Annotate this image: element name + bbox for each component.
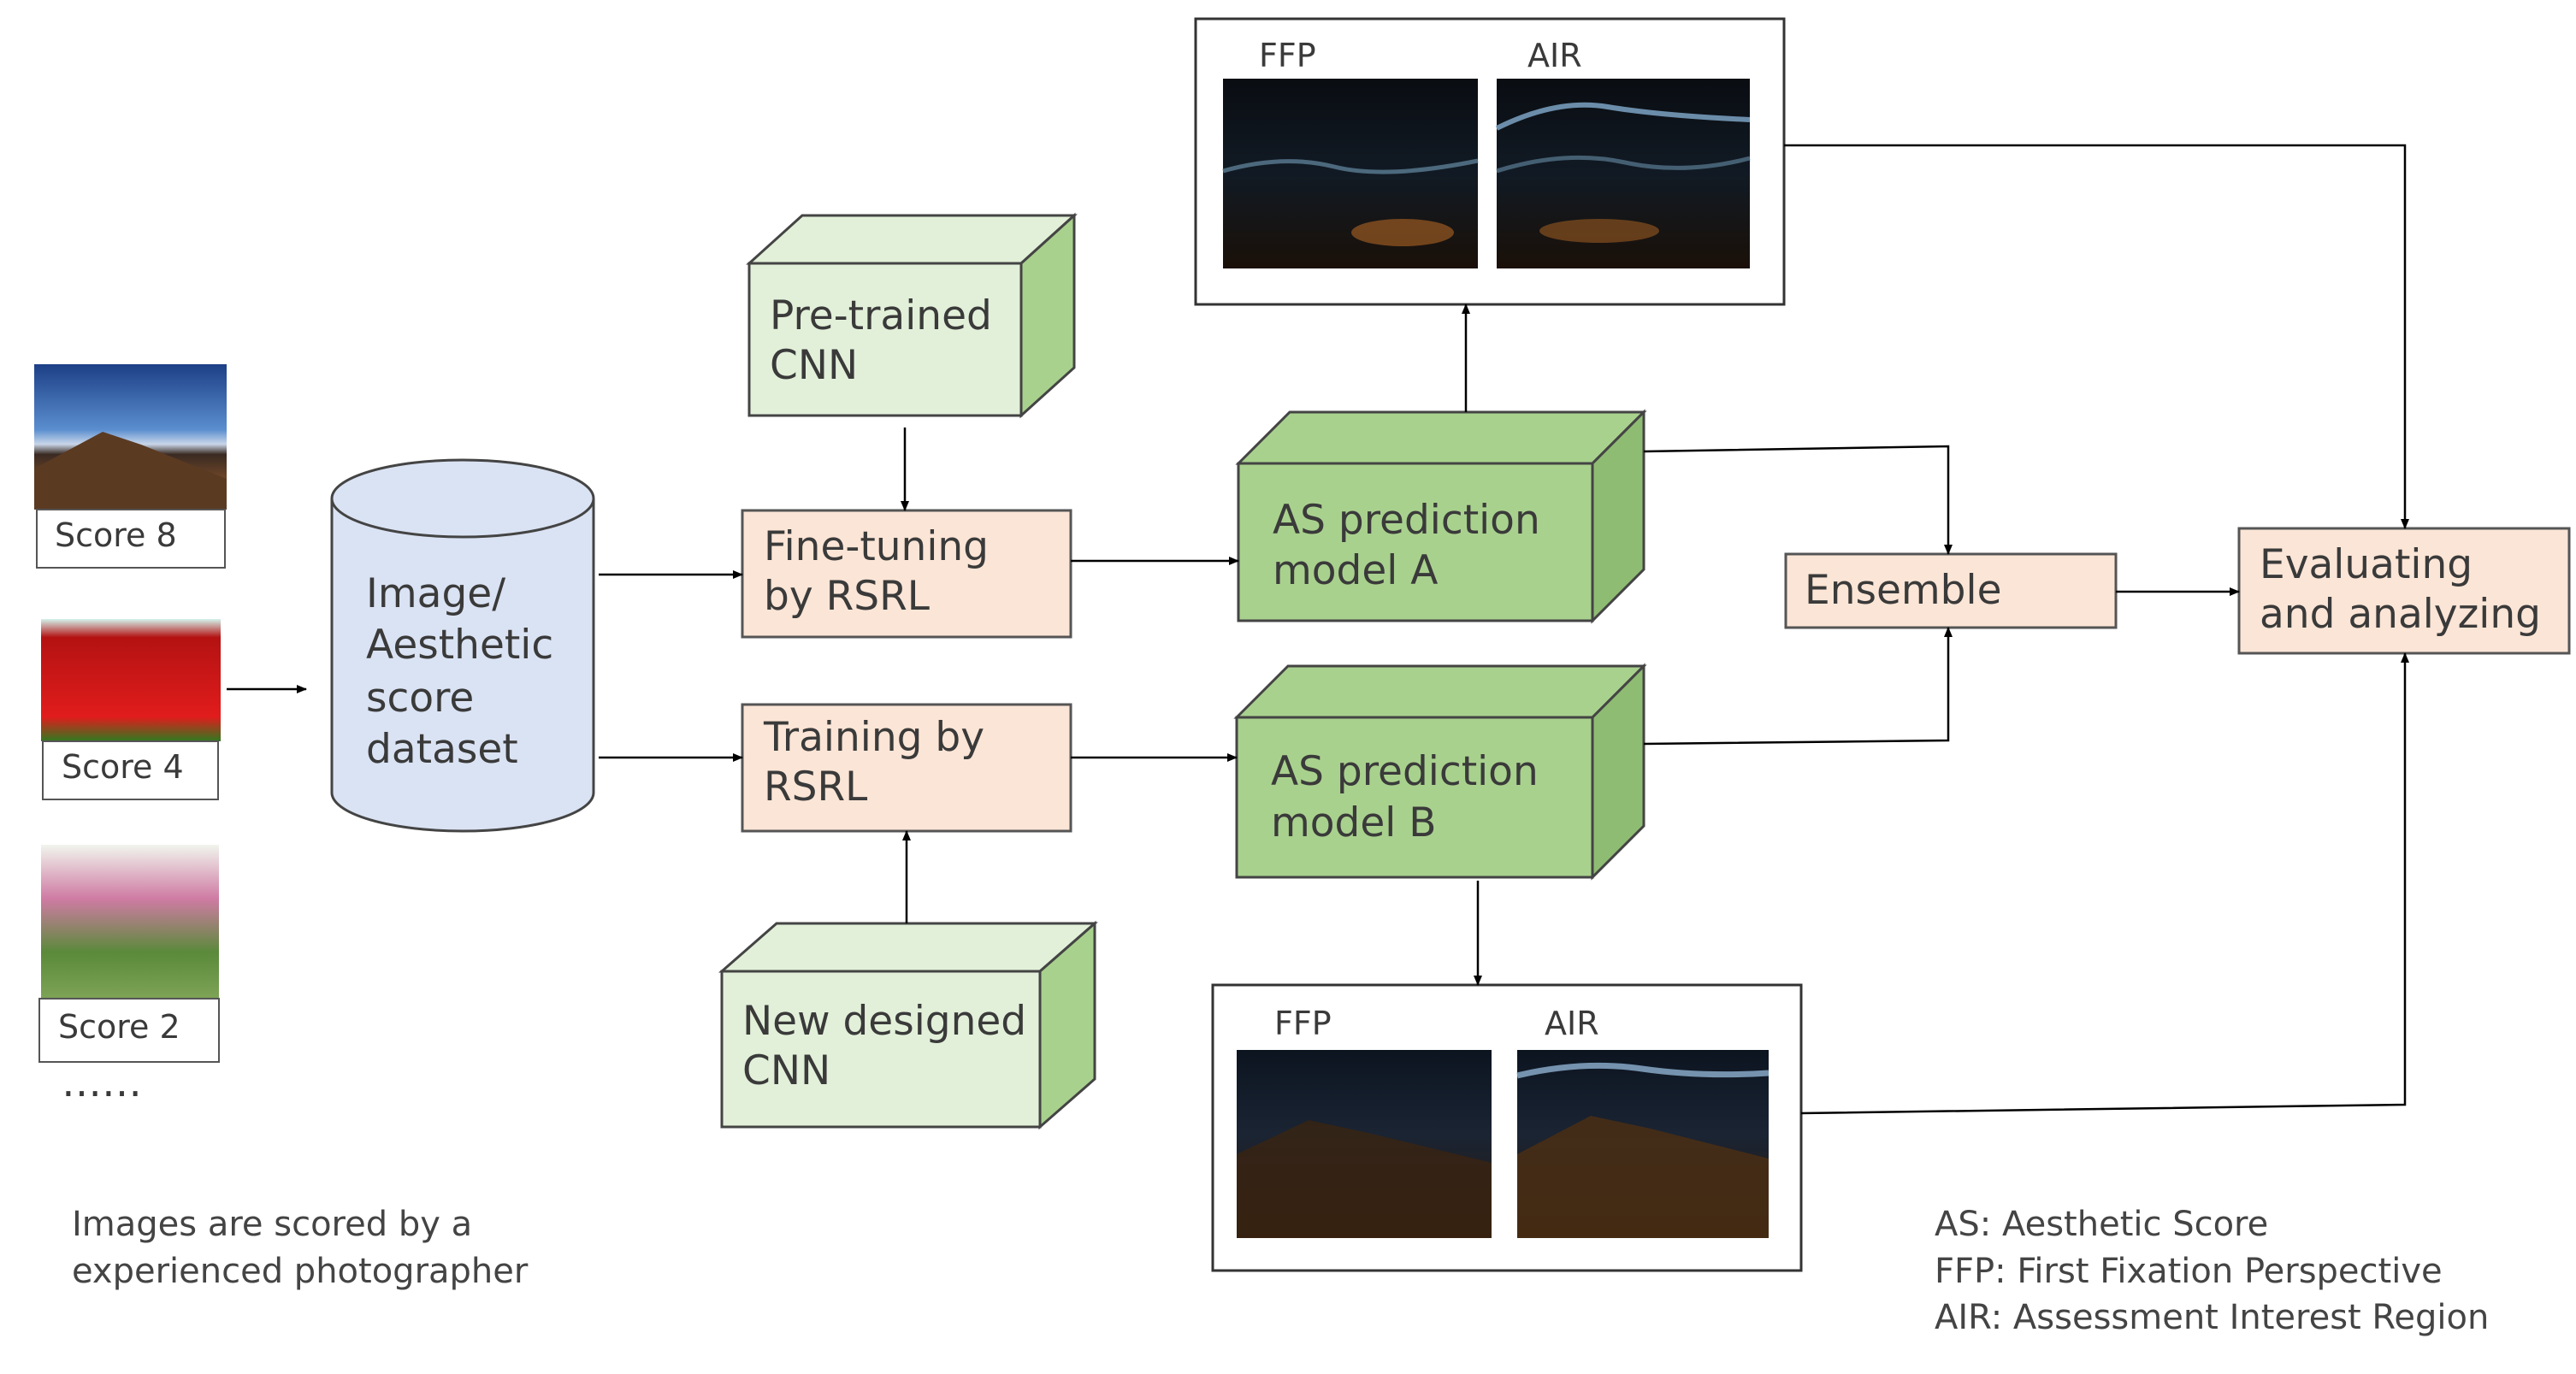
bottom-ffp-label: FFP — [1274, 1005, 1332, 1042]
new-cnn-label: New designed CNN — [742, 998, 1039, 1094]
toppanel-to-evaluate-arrow — [1784, 144, 2409, 529]
ensemble-label: Ensemble — [1805, 567, 2001, 614]
finetune-box: Fine-tuning by RSRL — [741, 509, 1072, 639]
model-b-box: AS prediction model B — [1233, 663, 1647, 881]
score-8-label: Score 8 — [55, 516, 177, 554]
score-2-label: Score 2 — [58, 1008, 180, 1046]
bottom-ffp-image — [1237, 1050, 1492, 1238]
legend-ffp: FFP: First Fixation Perspective — [1935, 1252, 2443, 1291]
top-air-label: AIR — [1527, 37, 1582, 74]
pretrained-cnn-label: Pre-trained CNN — [770, 292, 1005, 389]
thumbnail-score-2: Score 2 — [38, 845, 220, 1063]
dataset-label: Image/ Aesthetic score dataset — [366, 570, 566, 773]
modelb-to-ensemble-arrow — [1643, 627, 1953, 746]
bottom-air-image — [1516, 1050, 1770, 1238]
finetune-label: Fine-tuning by RSRL — [764, 523, 1001, 620]
top-air-image — [1495, 79, 1751, 268]
legend-as: AS: Aesthetic Score — [1935, 1205, 2268, 1244]
modela-to-ensemble-arrow — [1643, 445, 1953, 555]
training-box: Training by RSRL — [741, 703, 1072, 833]
dataset-cylinder: Image/ Aesthetic score dataset — [330, 458, 595, 833]
top-attention-panel: FFP AIR — [1194, 17, 1786, 306]
bottom-attention-panel: FFP AIR — [1211, 983, 1803, 1272]
model-a-box: AS prediction model A — [1235, 409, 1647, 624]
pretrained-cnn-box: Pre-trained CNN — [746, 212, 1078, 419]
top-ffp-image — [1222, 79, 1479, 268]
thumbnail-score-8: Score 8 — [34, 364, 227, 569]
connectors — [227, 144, 2409, 1115]
model-b-label: AS prediction model B — [1271, 748, 1551, 846]
model-a-label: AS prediction model A — [1273, 497, 1553, 594]
evaluate-label: Evaluating and analyzing — [2260, 541, 2541, 638]
new-cnn-box: New designed CNN — [718, 920, 1098, 1130]
bottompanel-to-evaluate-arrow — [1800, 652, 2409, 1115]
evaluate-box: Evaluating and analyzing — [2237, 527, 2571, 655]
ensemble-box: Ensemble — [1784, 552, 2118, 629]
score-4-label: Score 4 — [62, 748, 184, 786]
top-ffp-label: FFP — [1259, 37, 1316, 74]
legend: AS: Aesthetic Score FFP: First Fixation … — [1935, 1205, 2489, 1337]
bottom-air-label: AIR — [1545, 1005, 1599, 1042]
thumbnail-note: Images are scored by a experienced photo… — [72, 1205, 529, 1291]
training-label: Training by RSRL — [763, 714, 997, 811]
ellipsis: …… — [62, 1059, 142, 1106]
thumbnail-score-4: Score 4 — [41, 619, 221, 800]
legend-air: AIR: Assessment Interest Region — [1935, 1298, 2489, 1337]
